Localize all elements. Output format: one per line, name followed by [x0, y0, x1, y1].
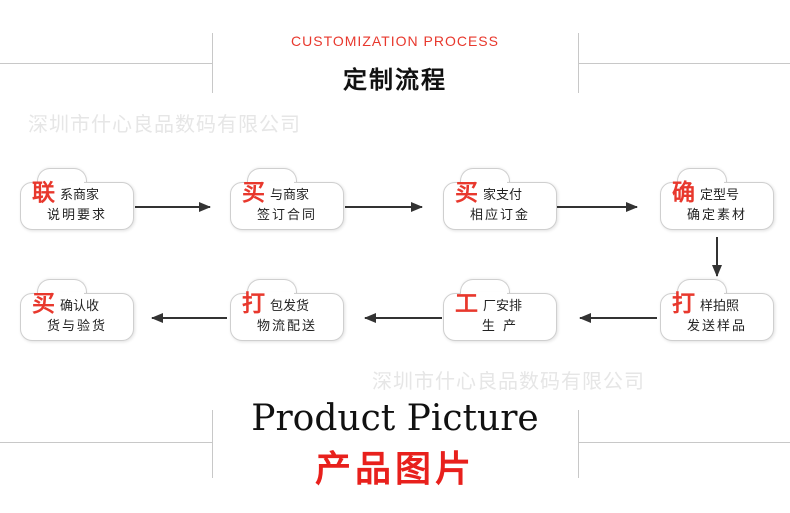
watermark-top: 深圳市什心良品数码有限公司	[28, 112, 301, 136]
step-4-big-char: 确	[672, 180, 695, 206]
step-6-line1: 厂安排	[483, 299, 523, 314]
step-2-line1: 与商家	[270, 188, 310, 203]
header-line-right	[578, 63, 790, 64]
step-1-big-char: 联	[32, 180, 55, 206]
header-line-left	[0, 63, 212, 64]
footer-line-right	[578, 442, 790, 443]
step-3-line2: 相应订金	[469, 208, 530, 223]
step-8-line2: 货与验货	[46, 319, 107, 334]
footer-bar-left	[212, 410, 213, 478]
step-card-6: 工 厂安排 生 产	[443, 279, 557, 341]
step-6-big-char: 工	[455, 291, 478, 317]
step-4-line1: 定型号	[700, 188, 740, 203]
step-5-big-char: 打	[672, 291, 695, 317]
step-card-1: 联 系商家 说明要求	[20, 168, 134, 230]
watermark-bottom: 深圳市什心良品数码有限公司	[372, 369, 645, 393]
step-2-big-char: 买	[242, 180, 265, 206]
footer-bar-right	[578, 410, 579, 478]
header-bar-right	[578, 33, 579, 93]
step-card-4: 确 定型号 确定素材	[660, 168, 774, 230]
step-3-big-char: 买	[455, 180, 478, 206]
footer-line-left	[0, 442, 212, 443]
step-8-line1: 确认收	[60, 299, 100, 314]
step-5-line2: 发送样品	[686, 319, 747, 334]
step-1-line1: 系商家	[60, 188, 100, 203]
step-7-line2: 物流配送	[256, 319, 317, 334]
step-4-line2: 确定素材	[686, 208, 747, 223]
header-bar-left	[212, 33, 213, 93]
step-8-big-char: 买	[32, 291, 55, 317]
step-7-line1: 包发货	[270, 299, 310, 314]
footer-title-en: Product Picture	[251, 398, 539, 439]
step-2-line2: 签订合同	[256, 208, 317, 223]
step-card-2: 买 与商家 签订合同	[230, 168, 344, 230]
step-card-5: 打 样拍照 发送样品	[660, 279, 774, 341]
step-card-7: 打 包发货 物流配送	[230, 279, 344, 341]
footer-title-zh: 产品图片	[314, 448, 475, 490]
header-title-zh: 定制流程	[343, 66, 447, 94]
step-1-line2: 说明要求	[46, 208, 107, 223]
step-7-big-char: 打	[242, 291, 265, 317]
step-card-3: 买 家支付 相应订金	[443, 168, 557, 230]
step-6-line2: 生 产	[481, 319, 519, 334]
step-5-line1: 样拍照	[700, 299, 740, 314]
step-3-line1: 家支付	[483, 188, 523, 203]
step-card-8: 买 确认收 货与验货	[20, 279, 134, 341]
header-title-en: CUSTOMIZATION PROCESS	[291, 33, 499, 49]
